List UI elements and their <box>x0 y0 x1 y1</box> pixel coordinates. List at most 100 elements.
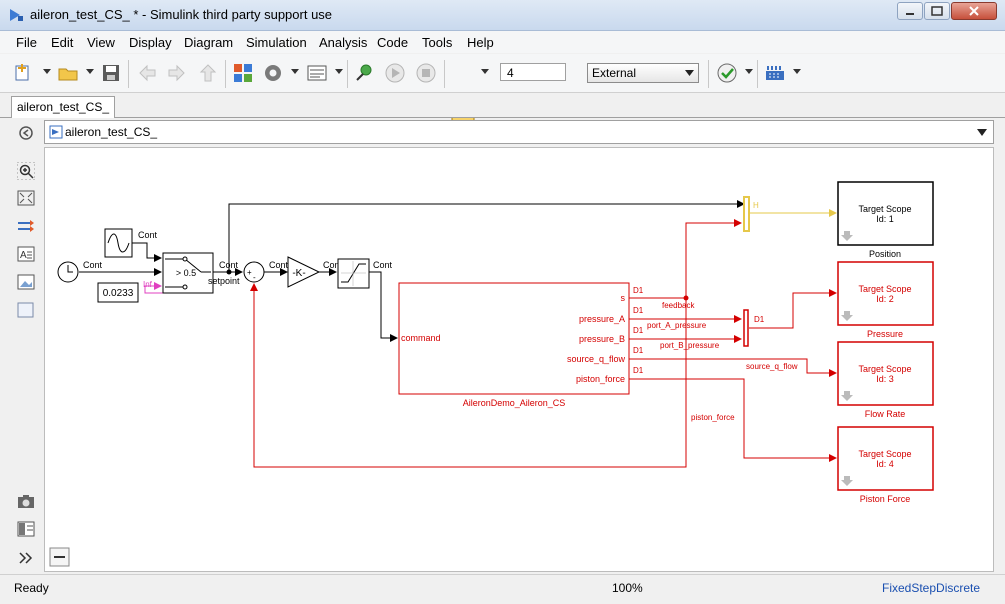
toolbar-separator <box>444 60 445 88</box>
back-icon[interactable] <box>136 62 158 84</box>
model-explorer-icon[interactable] <box>306 62 328 84</box>
diagram-canvas[interactable]: Cont Cont 0.0233 Inf > 0.5 Cont setpoint… <box>44 147 994 572</box>
piston-signal-label: piston_force <box>691 413 735 422</box>
setpoint-branch-line[interactable] <box>228 200 745 272</box>
expand-chevron-icon[interactable] <box>17 550 35 566</box>
zoom-in-icon[interactable] <box>17 162 35 180</box>
constant-rate-label: Inf <box>143 280 153 289</box>
property-inspector-icon[interactable] <box>17 521 35 537</box>
up-icon[interactable] <box>197 62 219 84</box>
status-bar: Ready 100% FixedStepDiscrete <box>0 574 1005 604</box>
forward-icon[interactable] <box>166 62 188 84</box>
menu-display[interactable]: Display <box>129 35 172 50</box>
menu-edit[interactable]: Edit <box>51 35 74 50</box>
sine-wave-block[interactable] <box>104 228 133 258</box>
close-button[interactable] <box>951 2 997 20</box>
run-icon[interactable] <box>384 62 406 84</box>
s-to-mux-line[interactable] <box>629 219 742 299</box>
build-dropdown-icon[interactable] <box>793 69 801 74</box>
subsystem-in-port: command <box>401 333 441 343</box>
rate-label: D1 <box>633 286 644 295</box>
model-address-bar[interactable]: aileron_test_CS_ <box>44 120 994 144</box>
const-to-switch-line[interactable] <box>144 282 167 294</box>
mux2-to-scope2-line[interactable] <box>749 289 837 329</box>
gain-block[interactable] <box>287 256 321 288</box>
navigate-back-icon[interactable] <box>17 124 35 142</box>
minimize-button[interactable] <box>897 2 923 20</box>
toolbar-separator <box>347 60 348 88</box>
sat-out-label: Cont <box>373 260 393 270</box>
flow-to-scope3-line[interactable] <box>629 358 837 377</box>
screenshot-camera-icon[interactable] <box>17 493 35 509</box>
saturation-block[interactable] <box>337 258 370 289</box>
menu-help[interactable]: Help <box>467 35 494 50</box>
chevron-down-icon <box>685 70 694 76</box>
stop-time-input[interactable]: 4 <box>500 63 566 81</box>
settings-dropdown-icon[interactable] <box>291 69 299 74</box>
settings-gear-icon[interactable] <box>262 62 284 84</box>
new-model-icon[interactable] <box>14 62 36 84</box>
model-advisor-check-icon[interactable] <box>716 62 738 84</box>
annotation-icon[interactable]: A <box>17 246 35 262</box>
stop-icon[interactable] <box>415 62 437 84</box>
subsystem-out-port: pressure_A <box>579 314 625 324</box>
setpoint-label: setpoint <box>208 276 240 286</box>
sine-to-switch-line[interactable] <box>132 242 162 262</box>
tab-model[interactable]: aileron_test_CS_ <box>11 96 115 118</box>
menu-view[interactable]: View <box>87 35 115 50</box>
sat-to-sub-line[interactable] <box>369 271 398 342</box>
solver-link[interactable]: FixedStepDiscrete <box>882 581 981 595</box>
scope-caption: Position <box>869 249 901 259</box>
scope-title: Target Scope <box>858 284 911 294</box>
branch-point <box>683 295 689 301</box>
aileron-subsystem-block[interactable] <box>398 282 630 395</box>
menu-analysis[interactable]: Analysis <box>319 35 368 50</box>
piston-to-scope4-line[interactable] <box>629 378 837 462</box>
menu-code[interactable]: Code <box>377 35 409 50</box>
image-icon[interactable] <box>17 274 35 290</box>
mux-block[interactable] <box>743 196 750 232</box>
maximize-button[interactable] <box>924 2 950 20</box>
explorer-dropdown-icon[interactable] <box>335 69 343 74</box>
target-scope-1[interactable] <box>837 181 934 246</box>
mux2-block[interactable] <box>743 309 749 347</box>
menu-diagram[interactable]: Diagram <box>184 35 234 50</box>
open-dropdown-icon[interactable] <box>86 69 94 74</box>
scope-caption: Flow Rate <box>865 409 906 419</box>
scope-title: Target Scope <box>858 204 911 214</box>
area-icon[interactable] <box>17 302 35 318</box>
clock-block[interactable] <box>57 261 79 283</box>
switch-block[interactable] <box>162 252 214 294</box>
fit-to-view-icon[interactable] <box>17 190 35 206</box>
model-tab-strip <box>0 93 1005 118</box>
rate-label: D1 <box>633 366 644 375</box>
connect-target-icon[interactable] <box>353 62 375 84</box>
svg-text:+: + <box>247 268 252 277</box>
new-dropdown-icon[interactable] <box>43 69 51 74</box>
sum-block[interactable]: +- <box>243 261 265 283</box>
address-chevron-down-icon[interactable] <box>977 129 987 136</box>
target-scope-2[interactable] <box>837 261 934 326</box>
constant-block[interactable] <box>97 282 139 303</box>
save-icon[interactable] <box>100 62 122 84</box>
menu-bar: File Edit View Display Diagram Simulatio… <box>0 31 1005 53</box>
scope-title: Target Scope <box>858 364 911 374</box>
menu-file[interactable]: File <box>16 35 37 50</box>
scope-dropdown-icon[interactable] <box>481 69 489 74</box>
menu-tools[interactable]: Tools <box>422 35 453 50</box>
advisor-dropdown-icon[interactable] <box>745 69 753 74</box>
collapse-panel-button[interactable] <box>49 547 70 567</box>
library-browser-icon[interactable] <box>232 62 254 84</box>
target-scope-4[interactable] <box>837 426 934 491</box>
open-folder-icon[interactable] <box>57 62 79 84</box>
mux2-rate-label: D1 <box>754 315 765 324</box>
menu-simulation[interactable]: Simulation <box>246 35 307 50</box>
simulation-mode-select[interactable]: External <box>587 63 699 83</box>
build-model-icon[interactable] <box>764 62 786 84</box>
feedback-line[interactable] <box>250 283 687 468</box>
hide-arrows-icon[interactable] <box>17 218 35 234</box>
target-scope-3[interactable] <box>837 341 934 406</box>
block-diagram: Cont Cont 0.0233 Inf > 0.5 Cont setpoint… <box>49 181 934 567</box>
mux-out-label: H <box>753 201 759 210</box>
simulation-mode-value: External <box>592 66 637 80</box>
